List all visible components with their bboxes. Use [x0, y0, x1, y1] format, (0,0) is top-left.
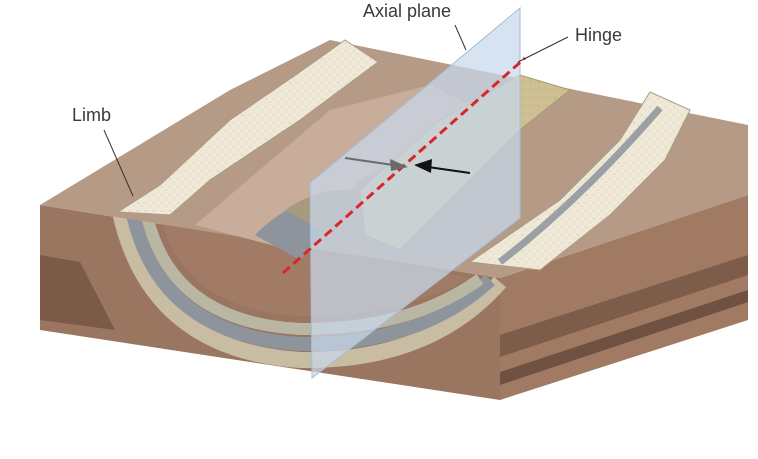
compression-arrow-right — [427, 166, 471, 174]
front-face-bed — [40, 255, 115, 330]
hinge-leader — [517, 36, 569, 63]
fold-layer-outer — [112, 210, 507, 369]
fold-layer-gray — [126, 212, 495, 352]
limb-leader — [103, 129, 134, 197]
hinge-label: Hinge — [575, 25, 623, 45]
compression-arrow-left — [344, 157, 394, 166]
compression-arrow-left-head — [390, 159, 408, 171]
right-ridge-stripe — [497, 105, 663, 265]
right-face-bed — [500, 290, 748, 385]
compression-arrow-right-head — [414, 159, 432, 173]
fold-layer-light — [141, 214, 484, 336]
limb-label: Limb — [72, 105, 112, 125]
right-face-bed — [500, 255, 748, 357]
axial-plane-leader — [454, 24, 467, 51]
left-ridge — [116, 39, 379, 216]
axial-plane-label: Axial plane — [363, 1, 452, 21]
axial-plane — [309, 6, 521, 380]
